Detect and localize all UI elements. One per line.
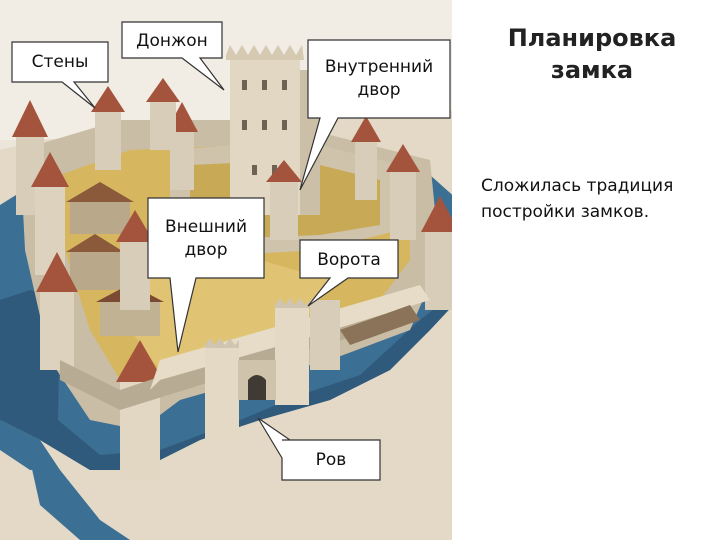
- callout-outer-yard-bubble: [147, 197, 265, 353]
- callout-gate-label: Ворота: [317, 250, 381, 270]
- gatehouse: [205, 298, 340, 445]
- callout-walls-bubble: [11, 41, 109, 109]
- callout-gate-bubble: [299, 239, 399, 307]
- callout-moat-bubble: [257, 417, 381, 481]
- callout-moat-label: Ров: [315, 450, 347, 470]
- callout-walls-label: Стены: [31, 52, 89, 72]
- callout-donjon-label: Донжон: [136, 31, 208, 51]
- callout-donjon-bubble: [121, 21, 225, 91]
- slide-title: Планировка замка: [507, 24, 677, 85]
- callout-outer-yard-label: Внешний двор: [164, 217, 247, 260]
- callout-inner-yard-label: Внутренний двор: [324, 57, 434, 100]
- callout-inner-yard-bubble: [299, 39, 451, 191]
- slide-body-text: Сложилась традиция постройки замков.: [481, 176, 674, 222]
